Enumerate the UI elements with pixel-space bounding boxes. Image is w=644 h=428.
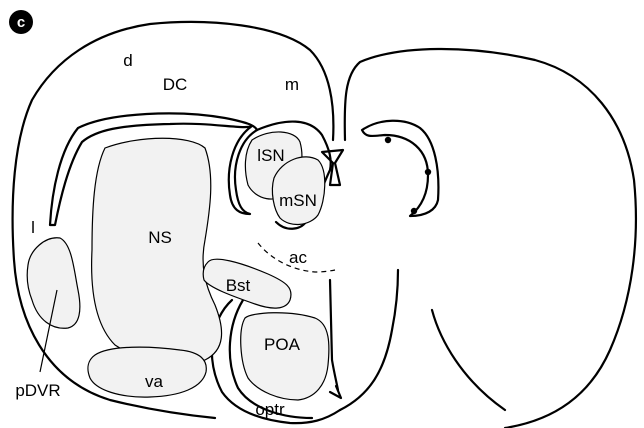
marker-dot-2 (425, 169, 431, 175)
panel-badge: c (9, 10, 33, 34)
label-DC: DC (163, 75, 188, 94)
marker-dot-3 (411, 208, 417, 214)
panel-letter: c (17, 14, 25, 31)
label-mSN: mSN (279, 191, 317, 210)
region-NS (92, 138, 222, 363)
label-lSN: lSN (257, 146, 284, 165)
label-NS: NS (148, 228, 172, 247)
label-d: d (123, 51, 132, 70)
right-hemisphere-outline (345, 49, 636, 428)
marker-dot-1 (385, 137, 391, 143)
right-ventricle-wall (362, 121, 438, 216)
label-pDVR: pDVR (15, 381, 60, 400)
region-pDVR (27, 238, 80, 328)
label-va: va (145, 372, 164, 391)
label-m: m (285, 75, 299, 94)
left-basal-midline (330, 280, 338, 390)
label-ac: ac (289, 248, 307, 267)
label-optr: optr (255, 400, 285, 419)
right-hemisphere-bottom (340, 270, 398, 410)
region-POA (241, 313, 329, 400)
label-POA: POA (264, 335, 301, 354)
label-l: l (31, 218, 35, 237)
left-midline-bottom (330, 386, 341, 398)
right-basal-medial (432, 310, 505, 410)
label-Bst: Bst (226, 276, 251, 295)
